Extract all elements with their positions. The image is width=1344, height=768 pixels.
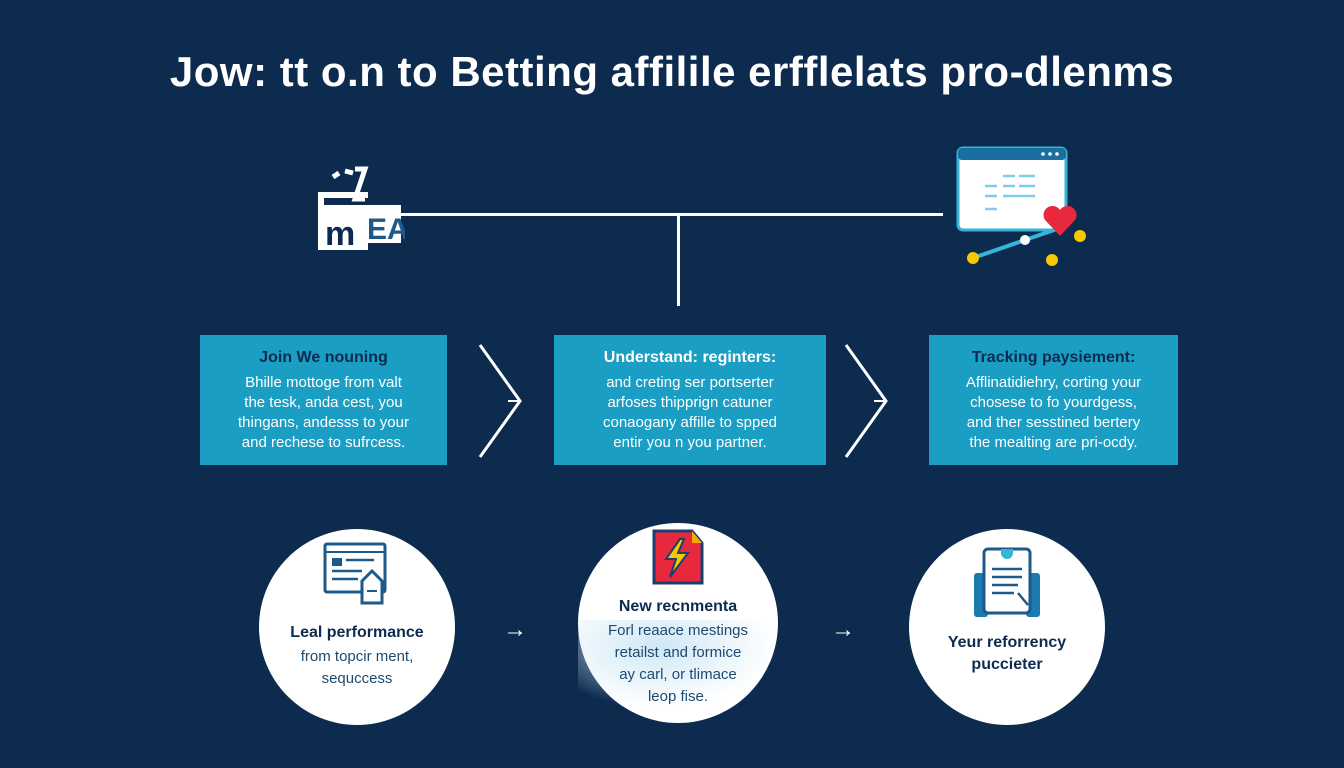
- step-title: Join We nouning: [259, 349, 388, 366]
- arrow-right-icon: →: [503, 616, 527, 643]
- connector-horizontal: [400, 213, 943, 216]
- step-box-1: Join We nouning Bhille mottoge from valt…: [200, 335, 447, 465]
- step-box-3: Tracking paysiement: Afflinatidiehry, co…: [929, 335, 1178, 465]
- page-title: Jow: tt o.n to Betting affilile erfflela…: [169, 48, 1175, 95]
- circle-step-3: Yeur reforrency puccieter: [909, 529, 1105, 725]
- circle-title: New recnmenta: [618, 598, 738, 615]
- chevron-right-icon: [478, 344, 522, 458]
- chevron-right-icon: [844, 344, 888, 458]
- step-title: Understand: reginters:: [603, 349, 777, 366]
- browser-heart-icon: [955, 146, 1090, 271]
- tablet-document-icon: [974, 547, 1040, 617]
- document-tag-icon: [323, 542, 387, 605]
- circle-subtitle: puccieter: [971, 656, 1043, 673]
- circle-title: Leal performance: [290, 624, 424, 641]
- lightning-badge-icon: [652, 529, 704, 585]
- logo-icon: m EA: [315, 165, 409, 253]
- circle-text: from topcir ment,sequccess: [300, 648, 414, 687]
- circle-step-1: Leal performance from topcir ment,sequcc…: [259, 529, 455, 725]
- connector-vertical: [677, 215, 680, 306]
- arrow-right-icon: →: [831, 616, 855, 643]
- svg-text:EA: EA: [367, 213, 405, 246]
- svg-text:m: m: [325, 215, 355, 250]
- step-title: Tracking paysiement:: [971, 349, 1136, 366]
- circle-title: Yeur reforrency: [947, 634, 1067, 651]
- step-box-2: Understand: reginters: and creting ser p…: [554, 335, 826, 465]
